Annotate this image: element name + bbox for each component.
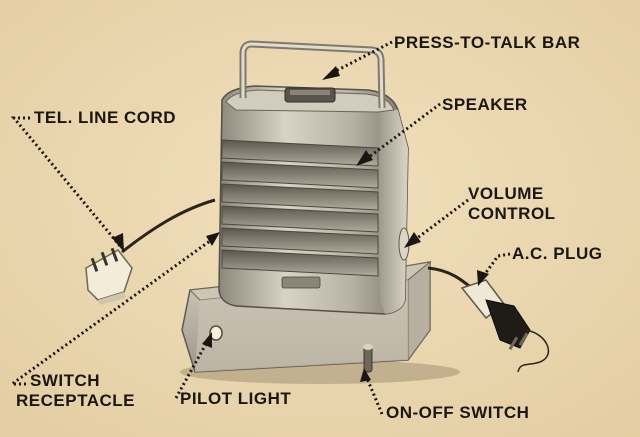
brand-nameplate [281,276,321,289]
switch-label-line2: RECEPTACLE [16,391,135,410]
on-off-switch [363,344,373,373]
leader-tel-line-cord [10,116,124,252]
speaker-label: SPEAKER [442,95,528,114]
leader-press-to-talk [322,40,393,80]
switch-receptacle-label: SWITCH RECEPTACLE [16,371,135,411]
leader-switch-receptacle [7,232,220,386]
volume-label-line2: CONTROL [468,204,556,223]
switch-label-line1: SWITCH [30,371,101,390]
on-off-switch-label: ON-OFF SWITCH [386,403,530,422]
leader-pilot-light [174,332,212,399]
volume-control-label: VOLUME CONTROL [468,184,556,224]
ac-plug [460,279,550,373]
pilot-light-label: PILOT LIGHT [180,389,292,408]
tel-plug [85,247,133,305]
press-to-talk-bar [239,40,386,109]
leader-volume-control [404,198,469,248]
leader-ac-plug [477,252,511,286]
speaker-grille [221,139,379,277]
tel-line-cord-label: TEL. LINE CORD [34,108,177,127]
leader-on-off-switch [360,368,384,415]
leader-speaker [356,102,441,166]
tel-line-cord [121,198,216,254]
pilot-light [209,325,223,341]
volume-label-line1: VOLUME [468,184,544,203]
press-to-talk-bar-label: PRESS-TO-TALK BAR [394,33,581,52]
ac-plug-label: A.C. PLUG [512,244,603,263]
